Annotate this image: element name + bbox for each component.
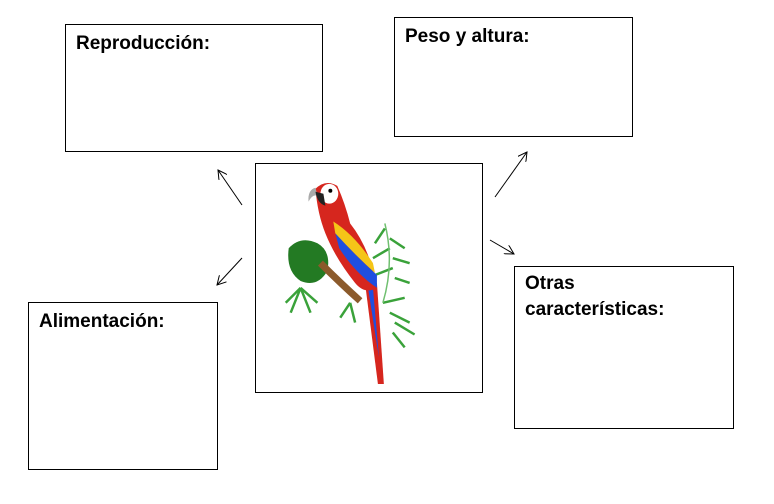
scarlet-macaw-parrot-icon <box>284 182 416 385</box>
peso-altura-label: Peso y altura: <box>405 26 530 47</box>
otras-caracteristicas-label: Otras características: <box>525 273 665 320</box>
parrot-image <box>255 163 483 393</box>
alimentacion-box[interactable]: Alimentación: <box>28 302 218 470</box>
arrow-to-peso-altura <box>494 152 527 198</box>
otras-caracteristicas-box[interactable]: Otras características: <box>514 266 734 429</box>
peso-altura-box[interactable]: Peso y altura: <box>394 17 633 137</box>
reproduccion-label: Reproducción: <box>76 33 211 54</box>
reproduccion-box[interactable]: Reproducción: <box>65 24 323 152</box>
arrow-to-alimentacion <box>217 257 243 285</box>
arrow-to-otras <box>489 239 514 254</box>
alimentacion-label: Alimentación: <box>39 311 165 332</box>
arrow-to-reproduccion <box>218 170 243 206</box>
